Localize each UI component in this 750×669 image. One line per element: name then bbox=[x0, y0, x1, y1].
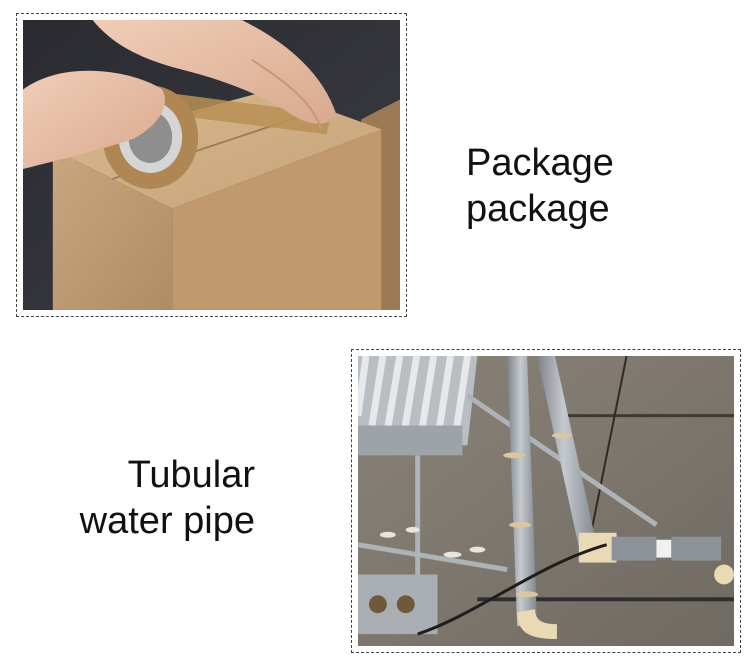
water-pipe-caption: Tubular water pipe bbox=[60, 452, 255, 544]
package-image-frame bbox=[16, 13, 407, 317]
water-pipe-caption-line-1: Tubular bbox=[127, 454, 255, 496]
package-caption-line-2: package bbox=[466, 188, 610, 230]
solar-water-heater-pipes-photo bbox=[358, 356, 734, 646]
packing-tape-box-photo bbox=[23, 20, 400, 310]
water-pipe-image-frame bbox=[351, 349, 741, 653]
package-caption-line-1: Package bbox=[466, 142, 614, 184]
package-caption: Package package bbox=[466, 140, 614, 232]
water-pipe-caption-line-2: water pipe bbox=[79, 500, 255, 542]
